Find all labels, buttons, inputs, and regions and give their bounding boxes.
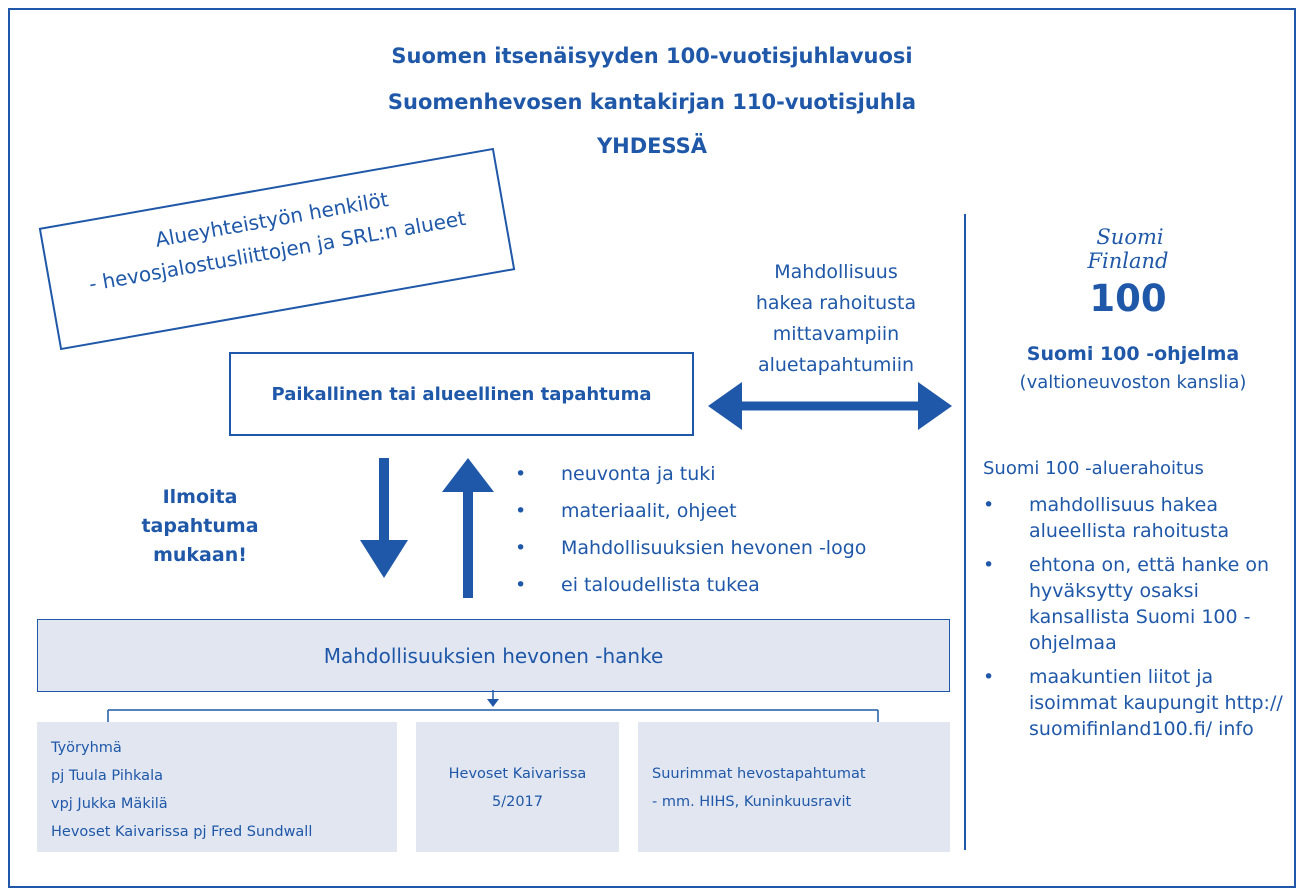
program-subtitle: (valtioneuvoston kanslia): [1019, 372, 1247, 393]
funding-note-line: mittavampiin: [772, 323, 900, 345]
working-group-line: pj Tuula Pihkala: [51, 768, 163, 784]
kaivari-line: Hevoset Kaivarissa: [448, 766, 587, 782]
kaivari-line: 5/2017: [491, 794, 543, 810]
support-item: ei taloudellista tukea: [515, 567, 866, 604]
regional-funding-item: ehtona on, että hanke on hyväksytty osak…: [983, 552, 1293, 656]
funding-note-line: aluetapahtumiin: [757, 354, 915, 376]
support-item: materiaalit, ohjeet: [515, 493, 866, 530]
suomi-finland-100-logo: Suomi Finland 100: [1086, 225, 1168, 316]
project-connector-lines: [107, 690, 879, 722]
support-list: neuvonta ja tuki materiaalit, ohjeet Mah…: [515, 456, 866, 604]
working-group-box: Työryhmä pj Tuula Pihkala vpj Jukka Mäki…: [37, 722, 397, 852]
local-event-label: Paikallinen tai alueellinen tapahtuma: [271, 383, 652, 405]
funding-note: Mahdollisuus hakea rahoitusta mittavampi…: [700, 257, 972, 381]
working-group-line: Työryhmä: [51, 740, 122, 756]
local-event-box: Paikallinen tai alueellinen tapahtuma: [229, 352, 694, 436]
major-events-line: - mm. HIHS, Kuninkuusravit: [652, 794, 852, 810]
project-label: Mahdollisuuksien hevonen -hanke: [323, 643, 664, 668]
support-item: Mahdollisuuksien hevonen -logo: [515, 530, 866, 567]
funding-note-line: Mahdollisuus: [774, 261, 898, 283]
register-note-line: tapahtuma: [141, 515, 259, 537]
working-group-line: vpj Jukka Mäkilä: [51, 796, 168, 812]
working-group-line: Hevoset Kaivarissa pj Fred Sundwall: [51, 824, 313, 840]
project-box: Mahdollisuuksien hevonen -hanke: [37, 619, 950, 692]
support-item: neuvonta ja tuki: [515, 456, 866, 493]
major-events-box: Suurimmat hevostapahtumat - mm. HIHS, Ku…: [638, 722, 950, 852]
header-title-line-3: YHDESSÄ: [596, 134, 708, 158]
register-note-line: mukaan!: [153, 544, 247, 566]
regional-funding-list: mahdollisuus hakea alueellista rahoitust…: [983, 492, 1293, 750]
arrow-up-icon: [442, 458, 494, 598]
arrow-down-icon: [360, 458, 408, 578]
register-event-note: Ilmoita tapahtuma mukaan!: [120, 483, 280, 570]
header-title-line-1: Suomen itsenäisyyden 100-vuotisjuhlavuos…: [391, 44, 913, 68]
regional-funding-item: mahdollisuus hakea alueellista rahoitust…: [983, 492, 1293, 544]
funding-note-line: hakea rahoitusta: [755, 292, 917, 314]
logo-script-line-1: Suomi: [1096, 225, 1163, 249]
double-arrow-icon: [708, 382, 952, 430]
register-note-line: Ilmoita: [162, 486, 238, 508]
logo-script-line-2: Finland: [1086, 249, 1168, 273]
kaivari-box: Hevoset Kaivarissa 5/2017: [416, 722, 619, 852]
header-title-line-2: Suomenhevosen kantakirjan 110-vuotisjuhl…: [387, 90, 917, 114]
vertical-divider: [964, 214, 966, 850]
regional-funding-title: Suomi 100 -aluerahoitus: [983, 458, 1204, 479]
regional-funding-item: maakuntien liitot ja isoimmat kaupungit …: [983, 664, 1293, 742]
logo-number: 100: [1089, 277, 1166, 316]
major-events-line: Suurimmat hevostapahtumat: [652, 766, 866, 782]
program-title: Suomi 100 -ohjelma: [1026, 343, 1240, 365]
